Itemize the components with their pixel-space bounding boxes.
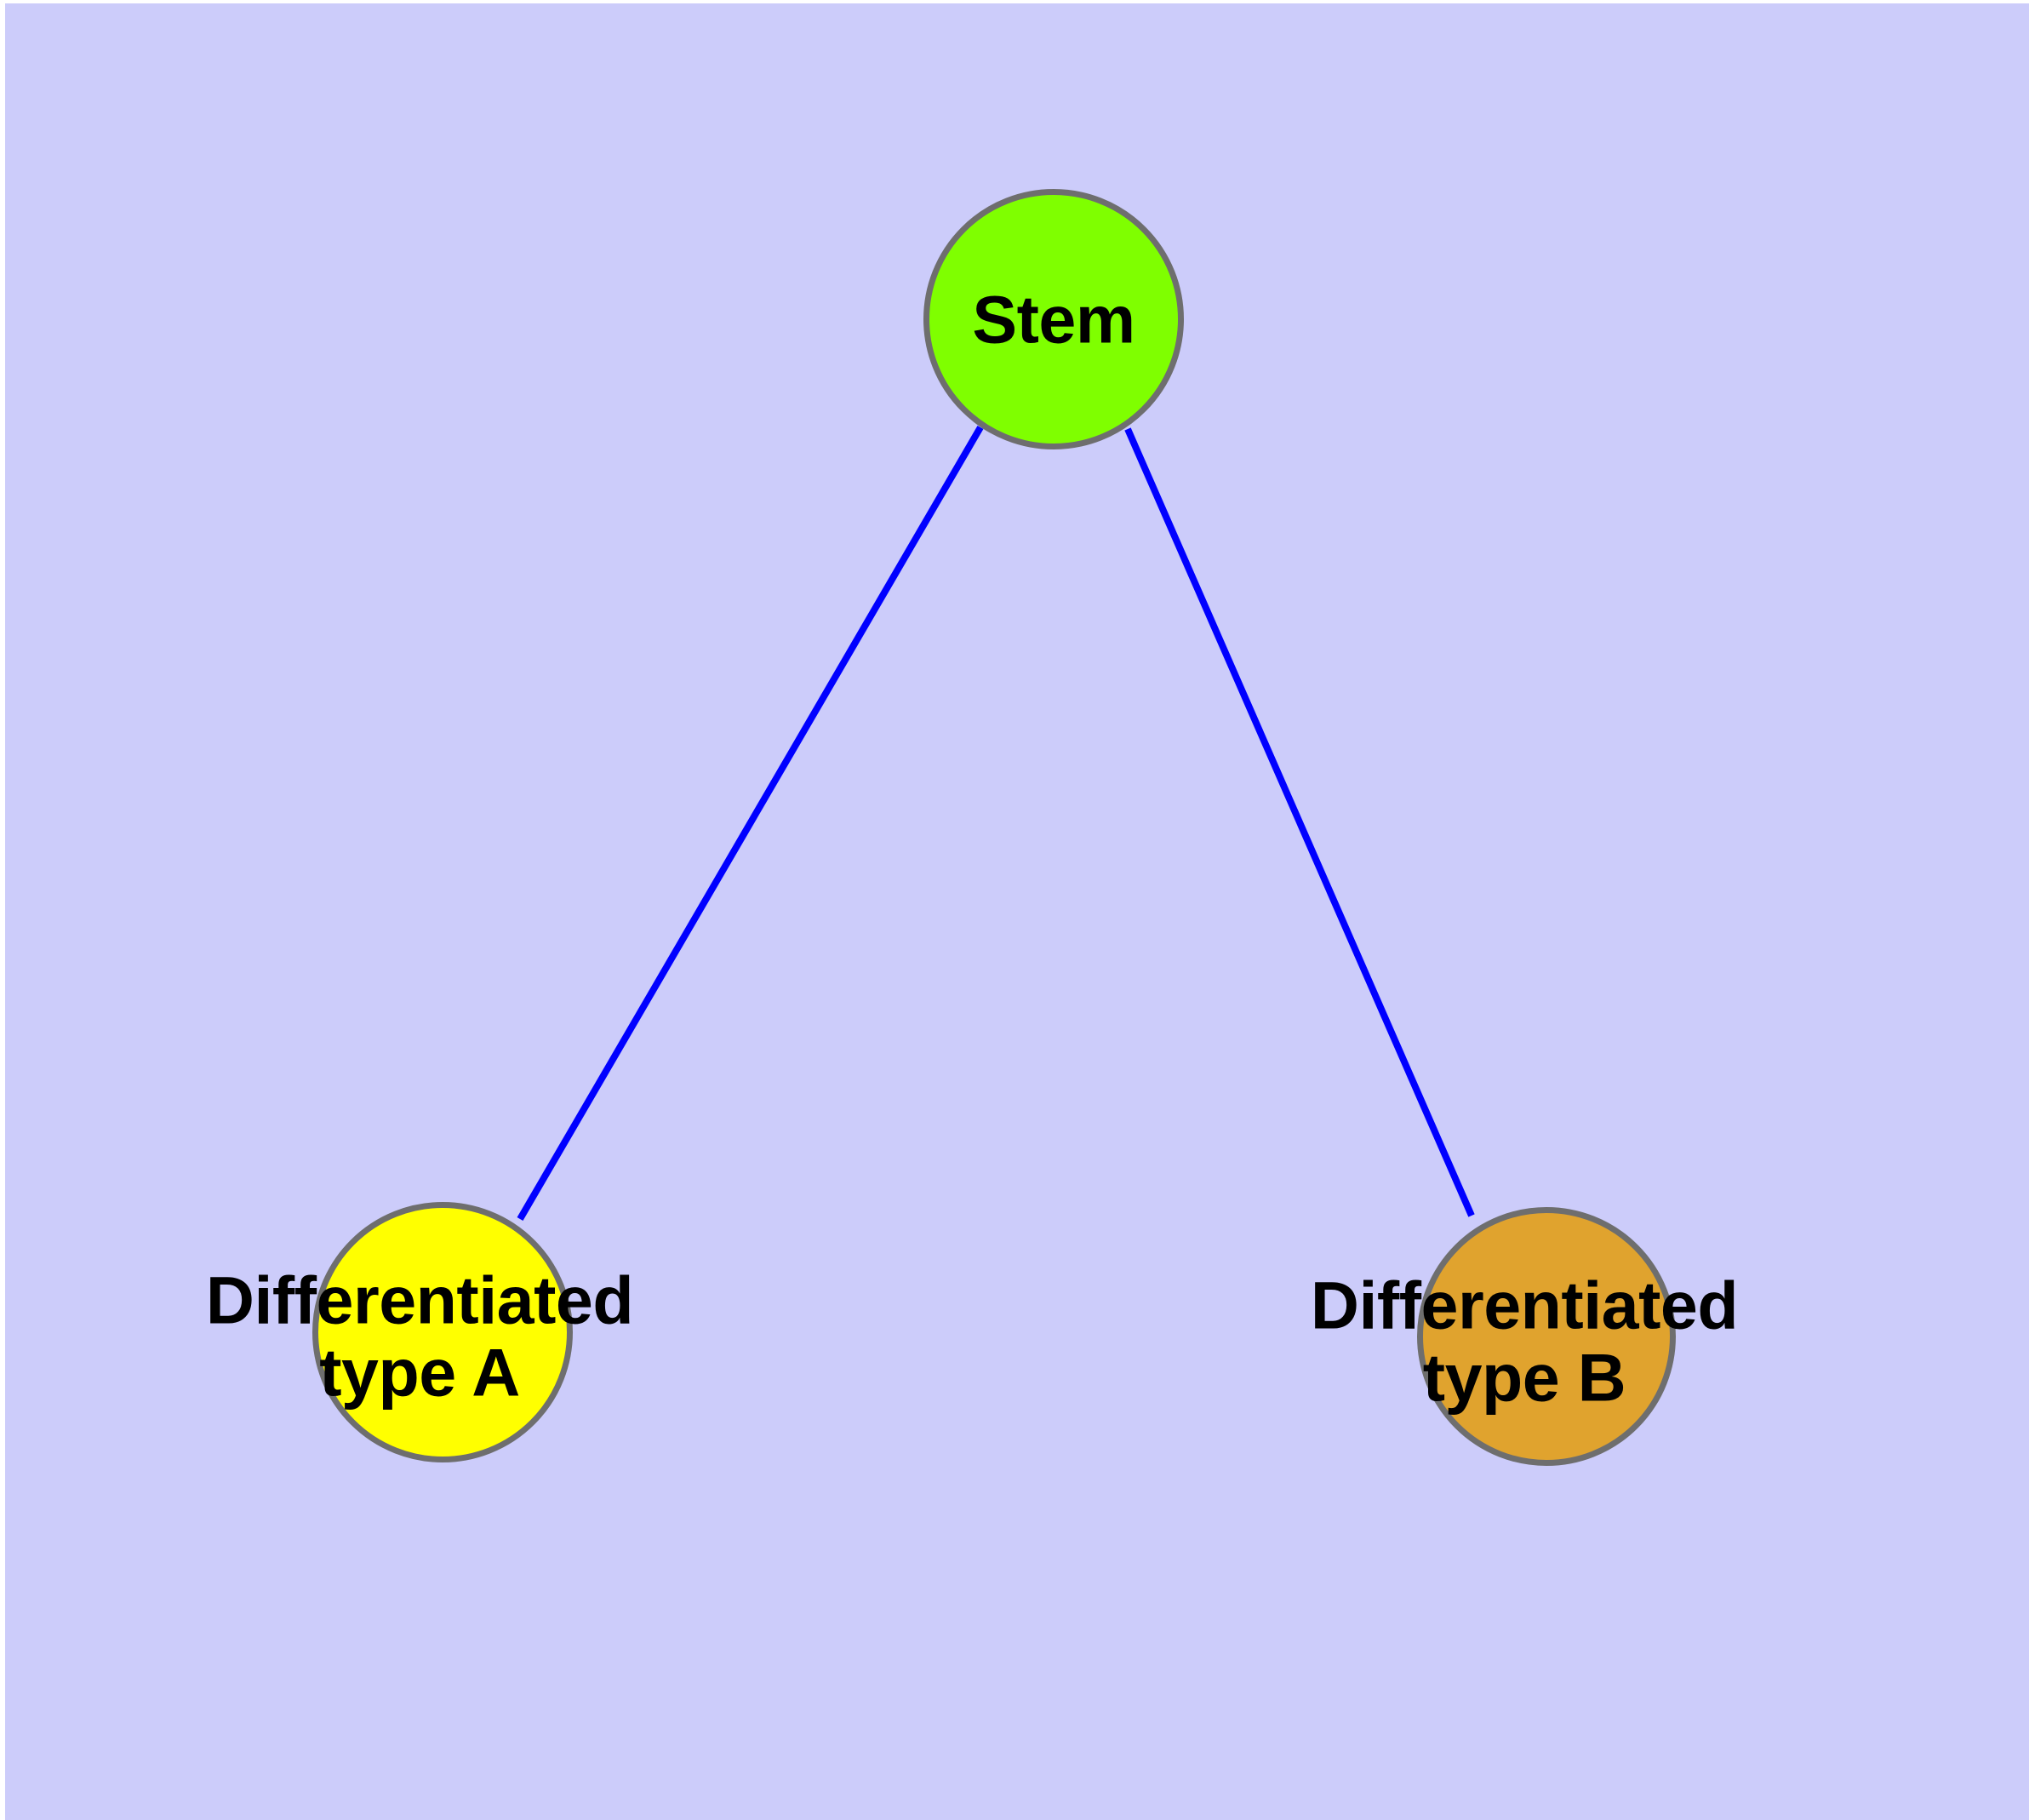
node-differentiated-type-b[interactable] (1417, 1207, 1676, 1466)
node-stem[interactable] (923, 189, 1184, 449)
node-label-differentiated-type-b: Differentiated type B (1310, 1267, 1739, 1416)
node-label-differentiated-type-a: Differentiated type A (205, 1262, 634, 1411)
node-label-stem: Stem (972, 281, 1135, 358)
node-differentiated-type-a[interactable] (312, 1202, 573, 1462)
edge-stem-to-type-b[interactable] (1124, 427, 1475, 1217)
edge-stem-to-type-a[interactable] (517, 425, 984, 1222)
